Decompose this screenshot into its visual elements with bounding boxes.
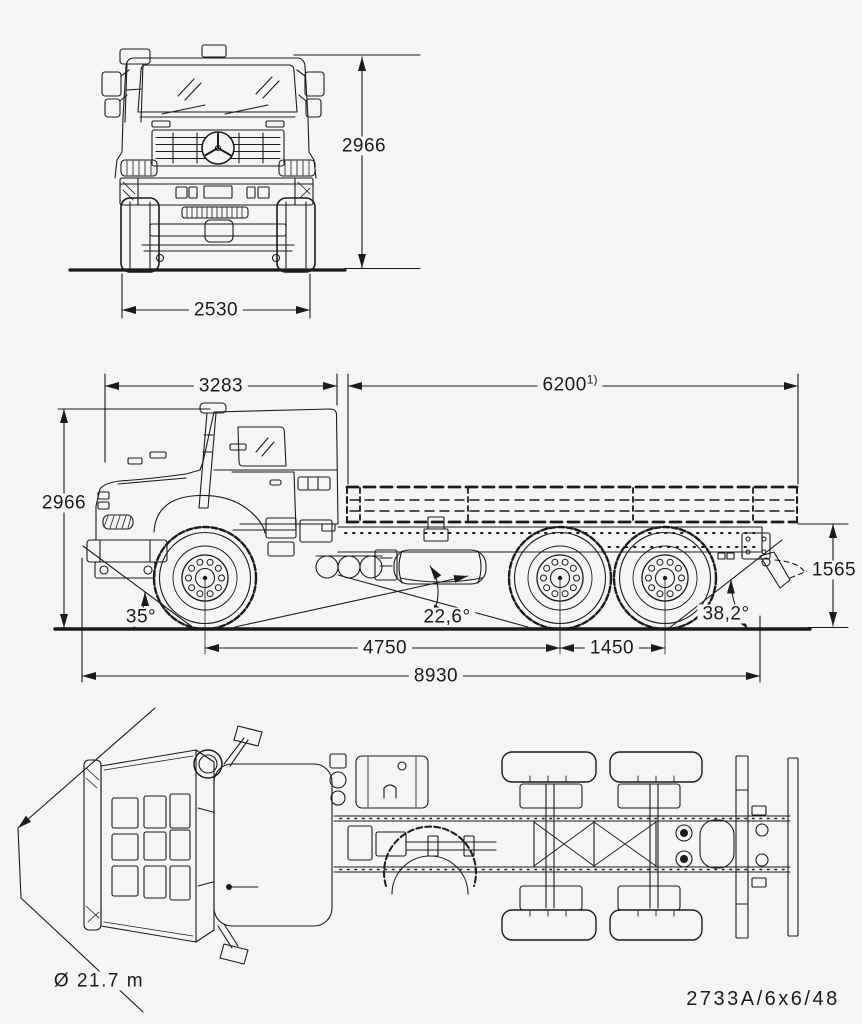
front-height-label: 2966 xyxy=(336,136,392,156)
flatbed-outline xyxy=(345,485,799,524)
ramp-angle xyxy=(234,565,529,628)
cab-length-label: 3283 xyxy=(193,376,249,396)
front-width-label: 2530 xyxy=(188,300,244,320)
front-height-dimension xyxy=(293,54,421,269)
overall-length-label: 8930 xyxy=(408,666,464,686)
top-view xyxy=(17,707,799,1013)
model-code-label: 2733A/6x6/48 xyxy=(681,989,845,1009)
departure-angle-label: 38,2° xyxy=(697,604,755,624)
body-length-label: 62001) xyxy=(537,372,603,395)
side-view xyxy=(53,373,849,683)
side-height-label: 2966 xyxy=(36,493,92,513)
front-view xyxy=(68,44,421,319)
frame-height-label: 1565 xyxy=(806,560,862,580)
approach-angle-label: 35° xyxy=(120,607,162,627)
rear-axle-spacing-label: 1450 xyxy=(584,638,640,658)
mercedes-star-icon xyxy=(201,131,235,165)
wheelbase-label: 4750 xyxy=(357,638,413,658)
side-height-dimension xyxy=(57,408,211,629)
ramp-angle-label: 22,6° xyxy=(418,607,476,627)
footnote-marker: 1) xyxy=(586,372,598,387)
turning-circle-label: Ø 21.7 m xyxy=(48,971,150,991)
